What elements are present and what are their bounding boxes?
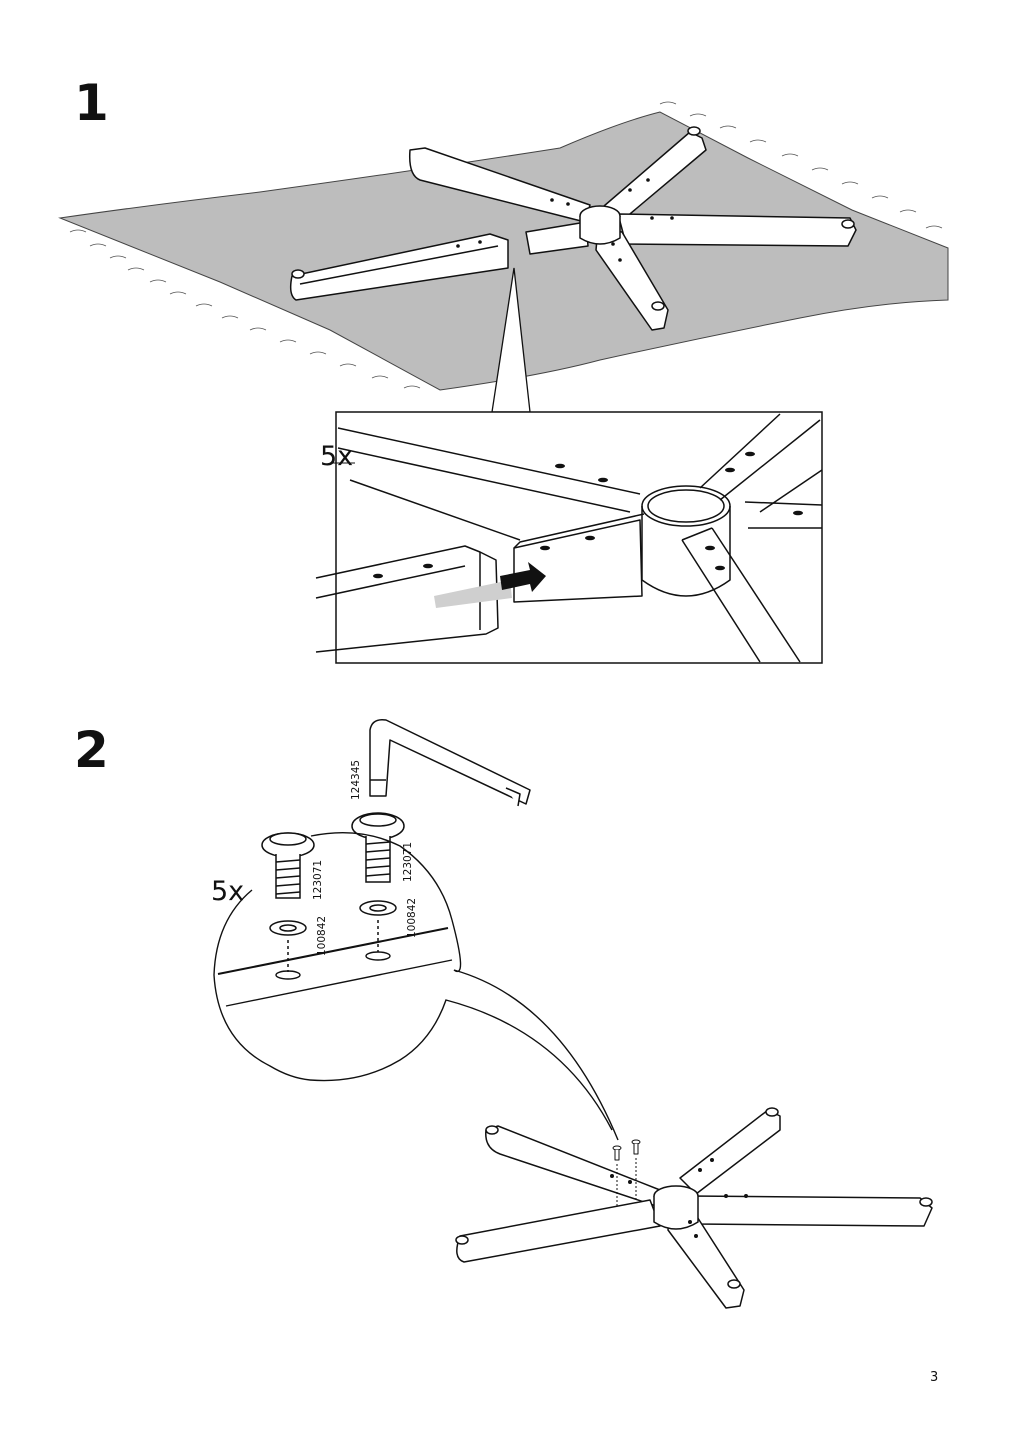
screw-part-number-right: 123071 — [402, 841, 414, 882]
step-2-quantity: 5x — [211, 876, 245, 907]
page-number: 3 — [930, 1370, 939, 1385]
screw-part-number-left: 123071 — [312, 859, 324, 900]
washer-part-number-left: 100842 — [316, 915, 328, 956]
step1-detail-box — [315, 411, 823, 664]
step-1-number: 1 — [74, 74, 109, 132]
step2-star-base — [455, 1107, 933, 1309]
step-2-number: 2 — [74, 721, 109, 779]
step-1-quantity: 5x — [320, 441, 354, 472]
allen-key-part-number: 124345 — [350, 759, 362, 800]
washer-part-number-right: 100842 — [406, 897, 418, 938]
bolt-right — [351, 812, 405, 952]
step2-magnifier — [213, 832, 619, 1141]
allen-key — [369, 718, 531, 807]
step1-star-base — [289, 126, 857, 331]
bolt-left — [261, 832, 315, 972]
